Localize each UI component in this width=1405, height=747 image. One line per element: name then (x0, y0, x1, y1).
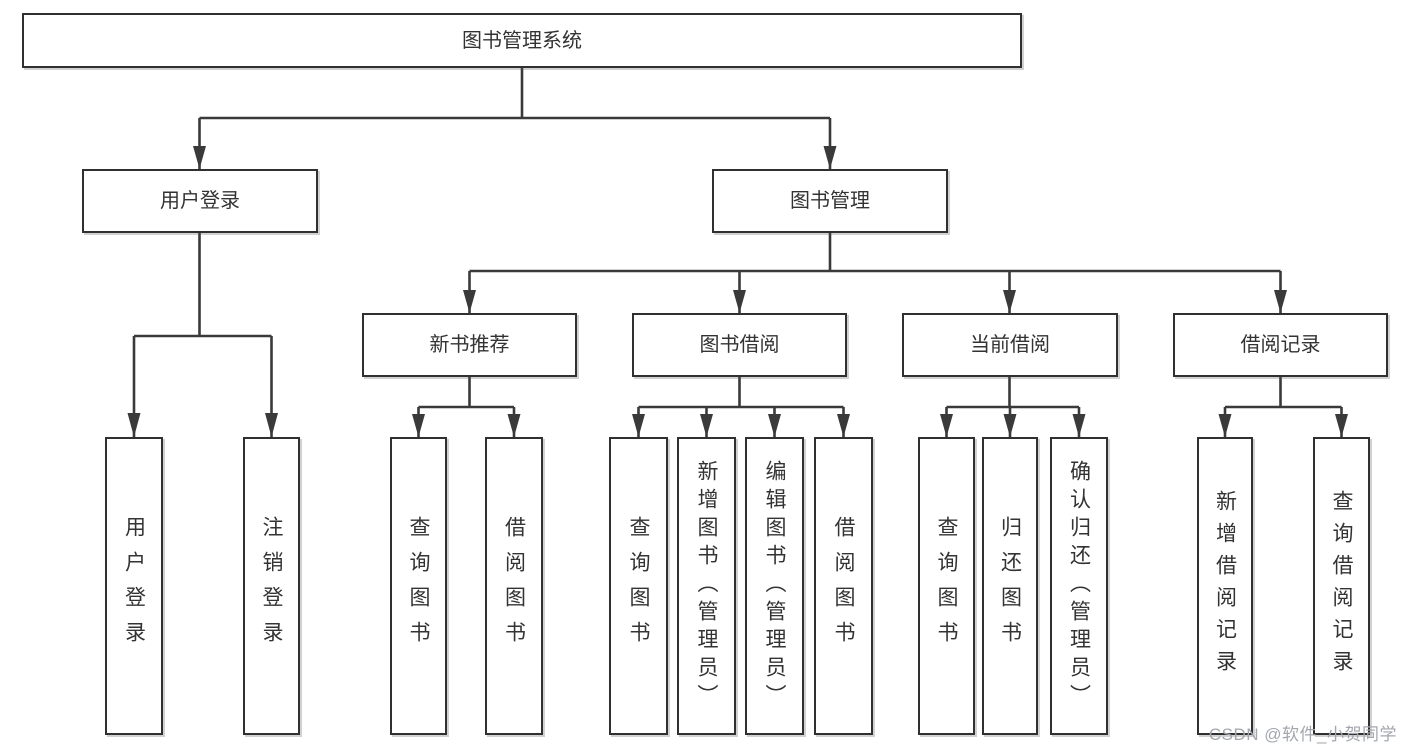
arrowhead (1218, 414, 1232, 437)
leaf-borrow-books-new-rec: 借阅图书 (485, 437, 543, 735)
leaf-borrow-books-borrow: 借阅图书 (814, 437, 873, 735)
arrowhead (412, 414, 425, 437)
connector-root-to-level2 (193, 68, 837, 169)
node-new-book-rec: 新书推荐 (362, 313, 577, 377)
arrowhead (837, 414, 850, 437)
arrowhead (1072, 414, 1086, 437)
arrowhead (127, 413, 141, 437)
connector-current-borrow-to-leaves (940, 377, 1086, 437)
connector-user-login-to-leaves (127, 233, 278, 437)
arrowhead (733, 290, 746, 313)
leaf-confirm-return-admin: 确认归还（管理员） (1050, 437, 1108, 735)
arrowhead (193, 146, 206, 169)
node-root: 图书管理系统 (22, 13, 1022, 68)
arrowhead (1274, 290, 1287, 313)
arrowhead (768, 414, 781, 437)
leaf-query-borrow-record: 查询借阅记录 (1313, 437, 1370, 735)
arrowhead (700, 414, 713, 437)
arrowhead (1335, 414, 1348, 437)
arrowhead (463, 290, 476, 313)
node-user-login: 用户登录 (82, 169, 318, 233)
leaf-query-books-current: 查询图书 (918, 437, 975, 735)
connector-book-mgmt-to-level3 (463, 233, 1287, 313)
connector-new-book-rec-to-leaves (412, 377, 521, 437)
node-book-borrow: 图书借阅 (632, 313, 847, 377)
csdn-watermark: CSDN @软件_小贺同学 (1208, 725, 1397, 744)
node-current-borrow: 当前借阅 (902, 313, 1118, 377)
arrowhead (1003, 290, 1016, 313)
arrowhead (940, 414, 953, 437)
arrowhead (265, 413, 278, 437)
arrowhead (507, 414, 521, 437)
arrowhead (823, 146, 837, 169)
arrowhead (1003, 414, 1017, 437)
arrowhead (632, 414, 645, 437)
leaf-logout: 注销登录 (243, 437, 300, 735)
leaf-return-book: 归还图书 (982, 437, 1038, 735)
leaf-edit-book-admin: 编辑图书（管理员） (745, 437, 804, 735)
leaf-add-book-admin: 新增图书（管理员） (677, 437, 736, 735)
leaf-query-books-new-rec: 查询图书 (390, 437, 447, 735)
leaf-query-books-borrow: 查询图书 (609, 437, 668, 735)
leaf-add-borrow-record: 新增借阅记录 (1197, 437, 1253, 735)
node-borrow-records: 借阅记录 (1173, 313, 1388, 377)
leaf-user-login: 用户登录 (105, 437, 163, 735)
node-book-mgmt: 图书管理 (712, 169, 948, 233)
connector-borrow-records-to-leaves (1218, 377, 1348, 437)
connector-book-borrow-to-leaves (632, 377, 850, 437)
